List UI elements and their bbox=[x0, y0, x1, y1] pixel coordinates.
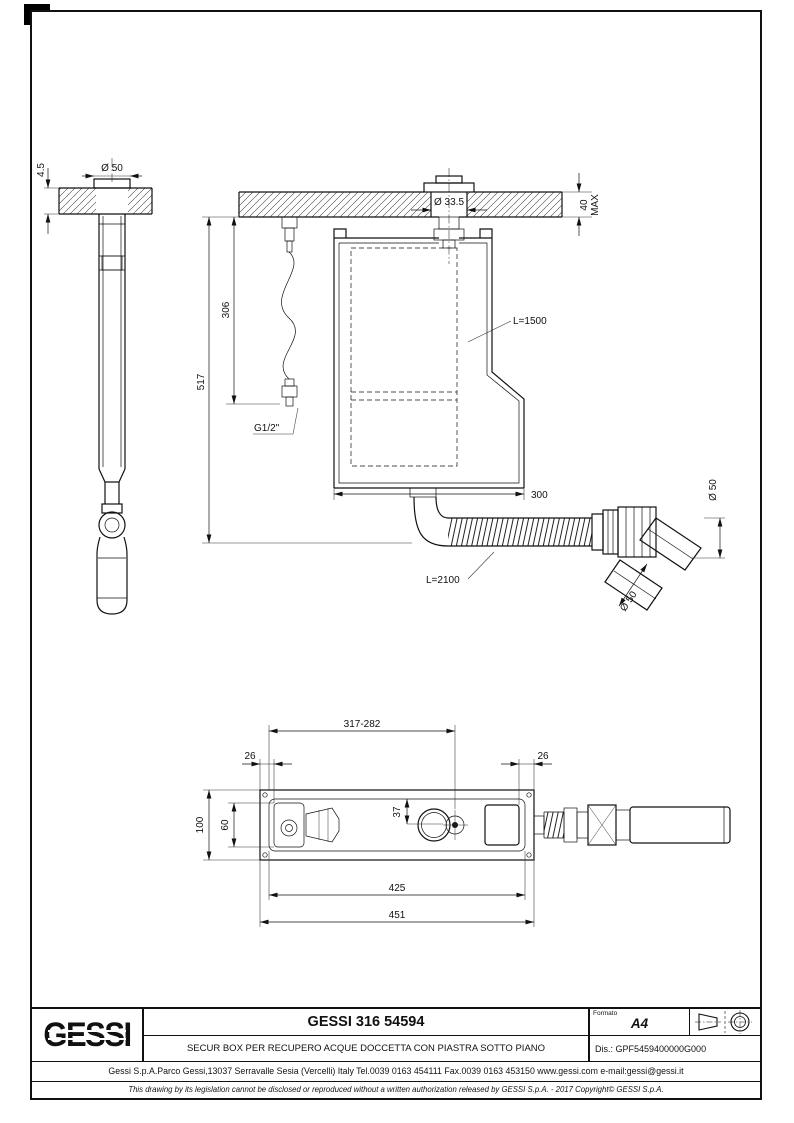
dim-depth-max: MAX bbox=[590, 194, 601, 216]
dim-length-425: 425 bbox=[389, 883, 406, 894]
corner-registration-mark bbox=[24, 4, 50, 25]
technical-drawing: 4.5 Ø 50 Ø 33.5 bbox=[36, 158, 731, 927]
title-block-right: Formato A4 bbox=[590, 1009, 760, 1061]
dim-306: 306 bbox=[221, 301, 232, 318]
dim-offset-37: 37 bbox=[392, 806, 403, 818]
dim-depth-40: 40 bbox=[579, 199, 590, 211]
first-angle-projection-icon bbox=[695, 1010, 752, 1034]
plan-view: 317-282 26 26 37 60 bbox=[195, 719, 731, 927]
dim-hose-inner-length: L=1500 bbox=[513, 316, 547, 327]
projection-symbol bbox=[690, 1009, 760, 1035]
left-section-view: 4.5 Ø 50 bbox=[36, 158, 153, 615]
title-block-center: GESSI 316 54594 SECUR BOX PER RECUPERO A… bbox=[144, 1009, 590, 1061]
format-value: A4 bbox=[630, 1016, 649, 1031]
format-row: Formato A4 bbox=[590, 1009, 760, 1036]
title-block: GESSI GESSI 316 54594 SECUR BOX PER RECU… bbox=[32, 1007, 760, 1098]
gessi-logo-text: GESSI bbox=[43, 1014, 132, 1055]
dim-length-451: 451 bbox=[389, 910, 406, 921]
drawing-number: Dis.: GPF5459400000G000 bbox=[595, 1043, 707, 1054]
dim-517: 517 bbox=[196, 373, 207, 390]
drawing-frame: 4.5 Ø 50 Ø 33.5 bbox=[30, 10, 762, 1100]
dim-counter-thickness: 4.5 bbox=[36, 163, 47, 177]
product-code: GESSI 316 54594 bbox=[144, 1009, 588, 1036]
dim-height-60: 60 bbox=[220, 819, 231, 831]
center-section-view: Ø 33.5 40 MAX bbox=[196, 168, 725, 614]
dim-outlet-diameter: Ø 50 bbox=[708, 479, 719, 501]
dim-margin-left: 26 bbox=[244, 751, 256, 762]
dim-holder-diameter: Ø 50 bbox=[101, 163, 123, 174]
legal-note: This drawing by its legislation cannot b… bbox=[32, 1081, 760, 1098]
dim-slot-range: 317-282 bbox=[344, 719, 381, 730]
dim-hole-diameter: Ø 33.5 bbox=[434, 197, 464, 208]
format-cell: Formato A4 bbox=[590, 1009, 690, 1035]
dim-box-width: 300 bbox=[531, 490, 548, 501]
product-description: SECUR BOX PER RECUPERO ACQUE DOCCETTA CO… bbox=[186, 1043, 546, 1054]
company-address: Gessi S.p.A.Parco Gessi,13037 Serravalle… bbox=[32, 1061, 760, 1081]
format-label: Formato bbox=[593, 1010, 618, 1017]
title-block-main-row: GESSI GESSI 316 54594 SECUR BOX PER RECU… bbox=[32, 1009, 760, 1061]
dim-thread: G1/2" bbox=[254, 423, 280, 434]
dim-hose-outer-length: L=2100 bbox=[426, 575, 460, 586]
dim-margin-right: 26 bbox=[537, 751, 549, 762]
gessi-logo: GESSI bbox=[32, 1009, 144, 1061]
dim-height-100: 100 bbox=[195, 816, 206, 833]
